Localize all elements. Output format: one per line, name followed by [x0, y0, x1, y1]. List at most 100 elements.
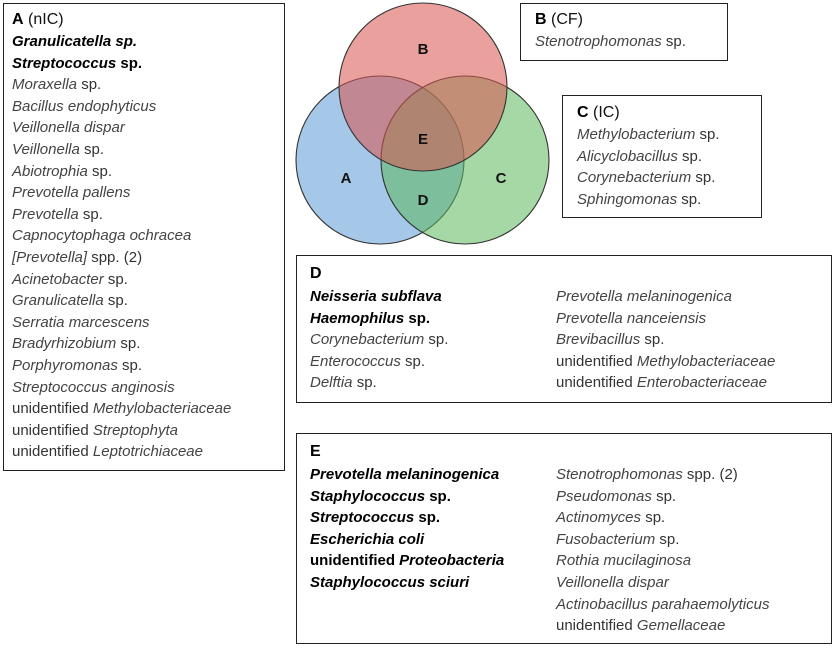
species-entry: Escherichia coli [310, 529, 504, 551]
taxon-name: Capnocytophaga ochracea [12, 227, 192, 245]
taxon-qualifier: unidentified [12, 400, 93, 418]
taxon-qualifier: spp. (2) [682, 466, 738, 483]
box-E-letter: E [310, 443, 321, 460]
taxon-name: Prevotella melaninogenica [310, 466, 500, 483]
taxon-name: Enterobacteriaceae [636, 374, 767, 392]
species-entry: Alicyclobacillus sp. [577, 146, 761, 168]
species-entry: Staphylococcus sp. [310, 486, 504, 508]
taxon-name: Stenotrophomonas [556, 466, 683, 483]
taxon-qualifier: sp. [352, 374, 377, 392]
species-entry: Brevibacillus sp. [556, 329, 775, 351]
species-entry: Veillonella dispar [556, 572, 769, 594]
region-label-D: D [418, 192, 429, 209]
taxon-name: Porphyromonas [12, 356, 118, 374]
taxon-name: Granulicatella [12, 292, 104, 310]
taxon-qualifier: sp. [103, 292, 128, 310]
taxon-name: Stenotrophomonas [535, 33, 662, 50]
taxon-qualifier: sp. [404, 309, 431, 327]
taxon-name: Abiotrophia [12, 162, 88, 180]
taxon-name: Neisseria subflava [310, 288, 442, 305]
species-entry: Haemophilus sp. [310, 308, 448, 330]
taxon-qualifier: sp. [661, 33, 686, 50]
taxon-name: Actinomyces [556, 509, 642, 527]
region-label-B: B [418, 41, 429, 58]
taxon-qualifier: sp. [640, 331, 665, 349]
taxon-name: Alicyclobacillus [577, 147, 678, 165]
species-entry: Neisseria subflava [310, 286, 448, 308]
taxon-name: Proteobacteria [399, 552, 505, 570]
taxon-qualifier: sp. [78, 205, 103, 223]
circle-B [338, 2, 508, 172]
taxon-name: Fusobacterium [556, 530, 656, 548]
taxon-name: Escherichia coli [310, 530, 425, 548]
species-entry: Prevotella pallens [12, 182, 284, 204]
taxon-name: Brevibacillus [556, 331, 641, 349]
species-entry: Actinobacillus parahaemolyticus [556, 594, 769, 616]
box-C-label: (IC) [593, 104, 620, 121]
box-A-list: Granulicatella sp.Streptococcus sp.Morax… [12, 31, 284, 463]
box-E-heading: E [310, 441, 831, 463]
taxon-qualifier: sp. [79, 140, 105, 158]
box-B: B (CF) Stenotrophomonas sp. [520, 3, 728, 61]
species-entry: Fusobacterium sp. [556, 529, 769, 551]
taxon-qualifier: spp. (2) [87, 248, 143, 266]
taxon-name: Leptotrichiaceae [92, 443, 203, 461]
taxon-qualifier: sp. [414, 509, 441, 527]
box-C: C (IC) Methylobacterium sp.Alicyclobacil… [562, 95, 762, 218]
taxon-qualifier: unidentified [556, 617, 637, 635]
species-entry: Delftia sp. [310, 372, 448, 394]
taxon-name: Prevotella [12, 205, 79, 223]
species-entry: Corynebacterium sp. [577, 167, 761, 189]
taxon-name: Corynebacterium [577, 169, 692, 187]
taxon-name: Methylobacteriaceae [92, 400, 232, 418]
species-entry: Prevotella melaninogenica [310, 464, 504, 486]
species-entry: Actinomyces sp. [556, 507, 769, 529]
taxon-qualifier: sp. [424, 331, 449, 349]
taxon-qualifier: sp. [103, 270, 128, 288]
taxon-qualifier: sp. [677, 147, 703, 165]
box-C-list: Methylobacterium sp.Alicyclobacillus sp.… [577, 124, 761, 210]
taxon-name: Delftia [310, 374, 353, 392]
taxon-qualifier: sp. [117, 356, 143, 374]
species-entry: Pseudomonas sp. [556, 486, 769, 508]
taxon-name: Actinobacillus parahaemolyticus [556, 595, 770, 613]
species-entry: Prevotella sp. [12, 204, 284, 226]
species-entry: Serratia marcescens [12, 312, 284, 334]
region-label-A: A [341, 170, 352, 187]
taxon-name: Rothia mucilaginosa [556, 552, 692, 570]
taxon-name: Moraxella [12, 76, 78, 94]
taxon-qualifier: sp. [651, 487, 677, 505]
taxon-name: Staphylococcus sciuri [310, 573, 470, 591]
box-A-label: (nIC) [28, 11, 64, 28]
box-C-heading: C (IC) [577, 102, 761, 124]
box-D-heading: D [310, 263, 831, 285]
taxon-name: Bacillus endophyticus [12, 97, 157, 115]
taxon-qualifier: sp. [77, 76, 102, 94]
species-entry: Streptococcus anginosis [12, 377, 284, 399]
species-entry: Acinetobacter sp. [12, 269, 284, 291]
box-B-letter: B [535, 11, 547, 28]
taxon-name: Streptococcus [310, 509, 415, 527]
species-entry: Methylobacterium sp. [577, 124, 761, 146]
taxon-name: Enterococcus [310, 352, 401, 370]
species-entry: Rothia mucilaginosa [556, 550, 769, 572]
taxon-name: Pseudomonas [556, 487, 652, 505]
taxon-qualifier: sp. [677, 190, 702, 208]
taxon-name: Staphylococcus [310, 487, 426, 505]
species-entry: Abiotrophia sp. [12, 161, 284, 183]
species-entry: Bacillus endophyticus [12, 96, 284, 118]
taxon-qualifier: sp. [641, 509, 666, 527]
species-entry: unidentified Methylobacteriaceae [556, 351, 775, 373]
species-entry: Prevotella melaninogenica [556, 286, 775, 308]
box-B-label: (CF) [551, 11, 583, 28]
taxon-name: Granulicatella sp. [12, 33, 138, 50]
taxon-qualifier: unidentified [12, 421, 93, 439]
species-entry: unidentified Methylobacteriaceae [12, 398, 284, 420]
species-entry: Streptococcus sp. [310, 507, 504, 529]
box-E-right-list: Stenotrophomonas spp. (2) Pseudomonas sp.… [556, 464, 769, 637]
